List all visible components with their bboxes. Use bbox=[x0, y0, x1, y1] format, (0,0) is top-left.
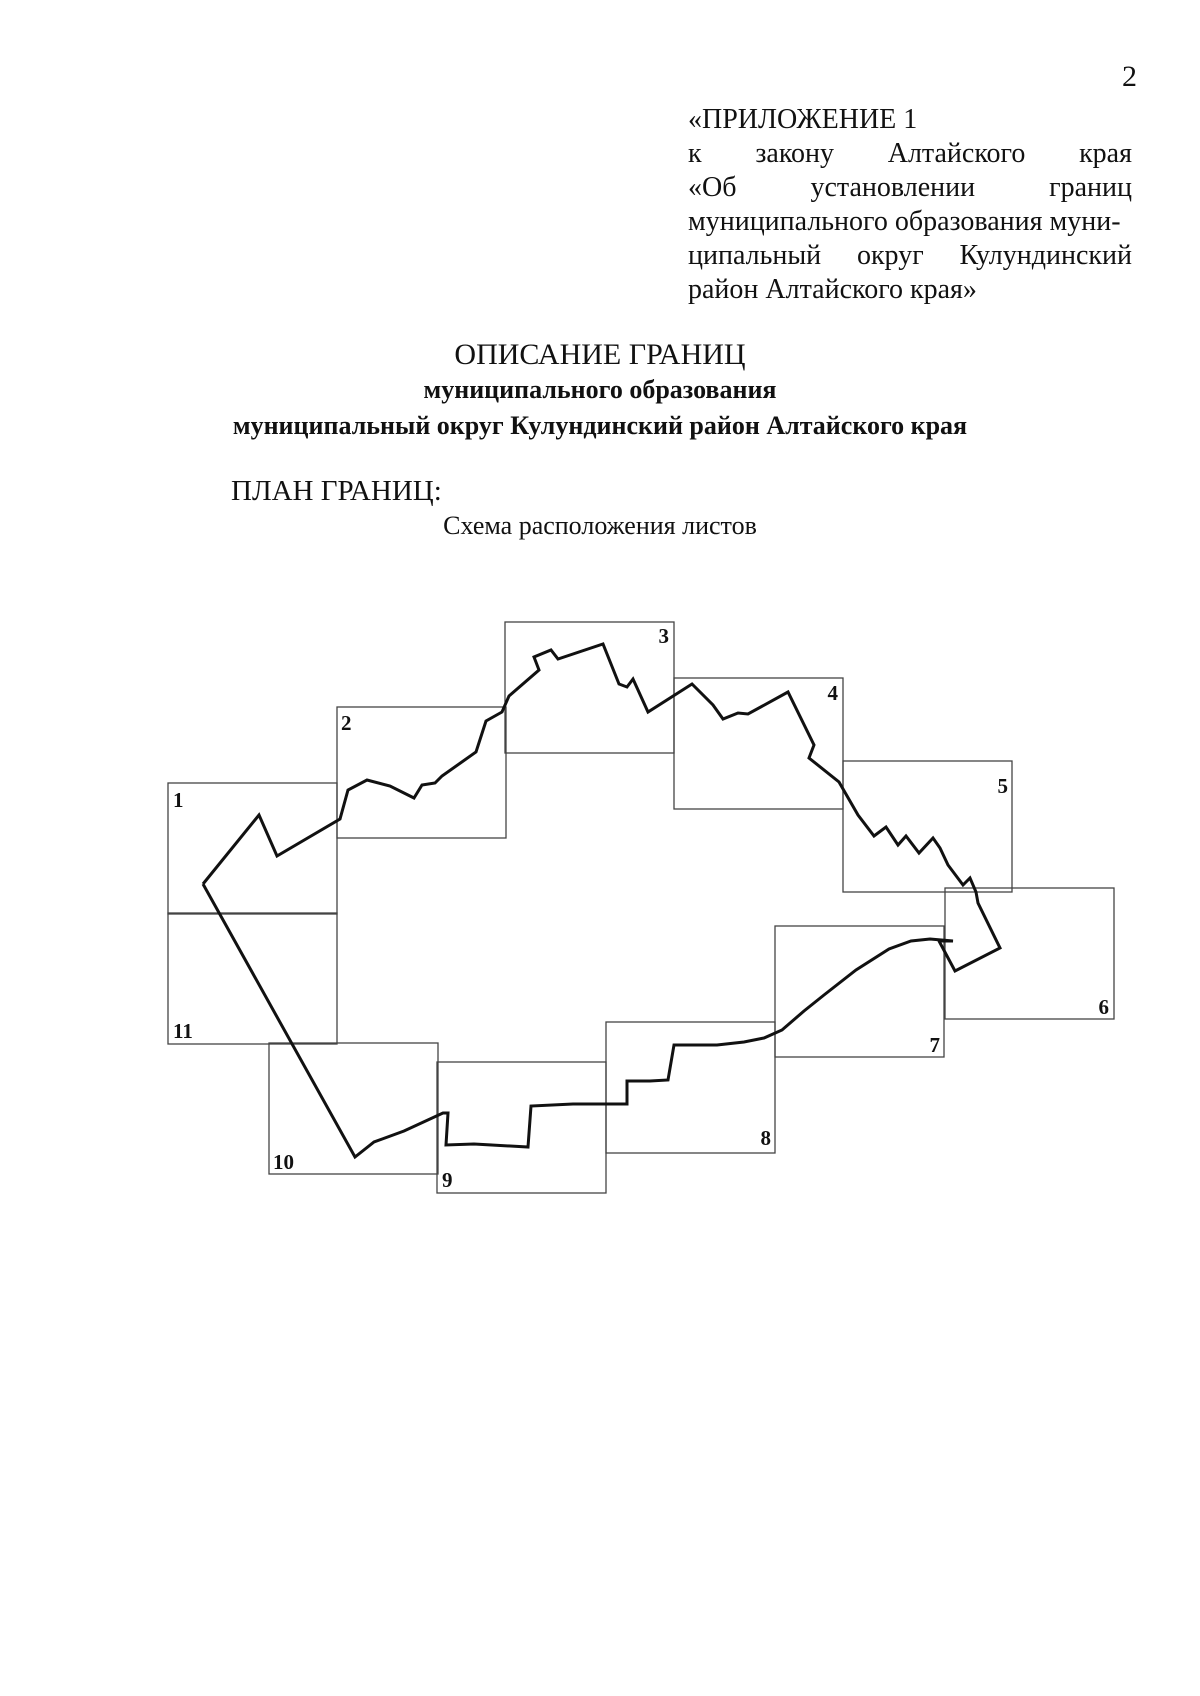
appendix-line-6: район Алтайского края» bbox=[688, 274, 977, 305]
district-boundary-line bbox=[201, 642, 1002, 1160]
sheet-7-frame bbox=[774, 925, 945, 1058]
sheet-9-label: 9 bbox=[442, 1168, 453, 1192]
sheet-6-label: 6 bbox=[1099, 995, 1110, 1019]
sheet-2-frame bbox=[336, 706, 507, 839]
sheet-8-label: 8 bbox=[761, 1126, 772, 1150]
sheet-1-label: 1 bbox=[173, 788, 184, 812]
sheet-4-frame bbox=[673, 677, 844, 810]
page-number: 2 bbox=[1122, 60, 1137, 93]
sheet-10-label: 10 bbox=[273, 1150, 294, 1174]
scheme-caption: Схема расположения листов bbox=[443, 511, 757, 540]
appendix-line-1: «ПРИЛОЖЕНИЕ 1 bbox=[688, 104, 918, 135]
document-title: ОПИСАНИЕ ГРАНИЦ bbox=[454, 338, 746, 371]
appendix-line-4: муниципального образования муни- bbox=[688, 206, 1121, 237]
sheet-11-label: 11 bbox=[173, 1019, 193, 1043]
plan-label: ПЛАН ГРАНИЦ: bbox=[231, 475, 442, 507]
sheet-1-frame bbox=[167, 782, 338, 915]
document-subtitle-1: муниципального образования bbox=[423, 375, 777, 404]
sheet-3-label: 3 bbox=[659, 624, 670, 648]
document-subtitle-2: муниципальный округ Кулундинский район А… bbox=[232, 411, 968, 440]
appendix-reference: «ПРИЛОЖЕНИЕ 1 к закону Алтайского края «… bbox=[688, 103, 1132, 307]
appendix-line-3: «Об установлении границ bbox=[688, 172, 1132, 203]
sheet-3-frame bbox=[504, 621, 675, 754]
sheet-2-label: 2 bbox=[341, 711, 352, 735]
sheet-10-frame bbox=[268, 1042, 439, 1175]
sheet-7-label: 7 bbox=[930, 1033, 941, 1057]
appendix-line-5: ципальный округ Кулундинский bbox=[688, 240, 1132, 271]
sheet-6-frame bbox=[944, 887, 1115, 1020]
sheet-9-frame bbox=[436, 1061, 607, 1194]
appendix-line-2: к закону Алтайского края bbox=[688, 138, 1132, 169]
sheet-5-label: 5 bbox=[998, 774, 1009, 798]
sheet-11-frame bbox=[167, 912, 338, 1045]
sheet-4-label: 4 bbox=[828, 681, 839, 705]
sheet-5-frame bbox=[842, 760, 1013, 893]
